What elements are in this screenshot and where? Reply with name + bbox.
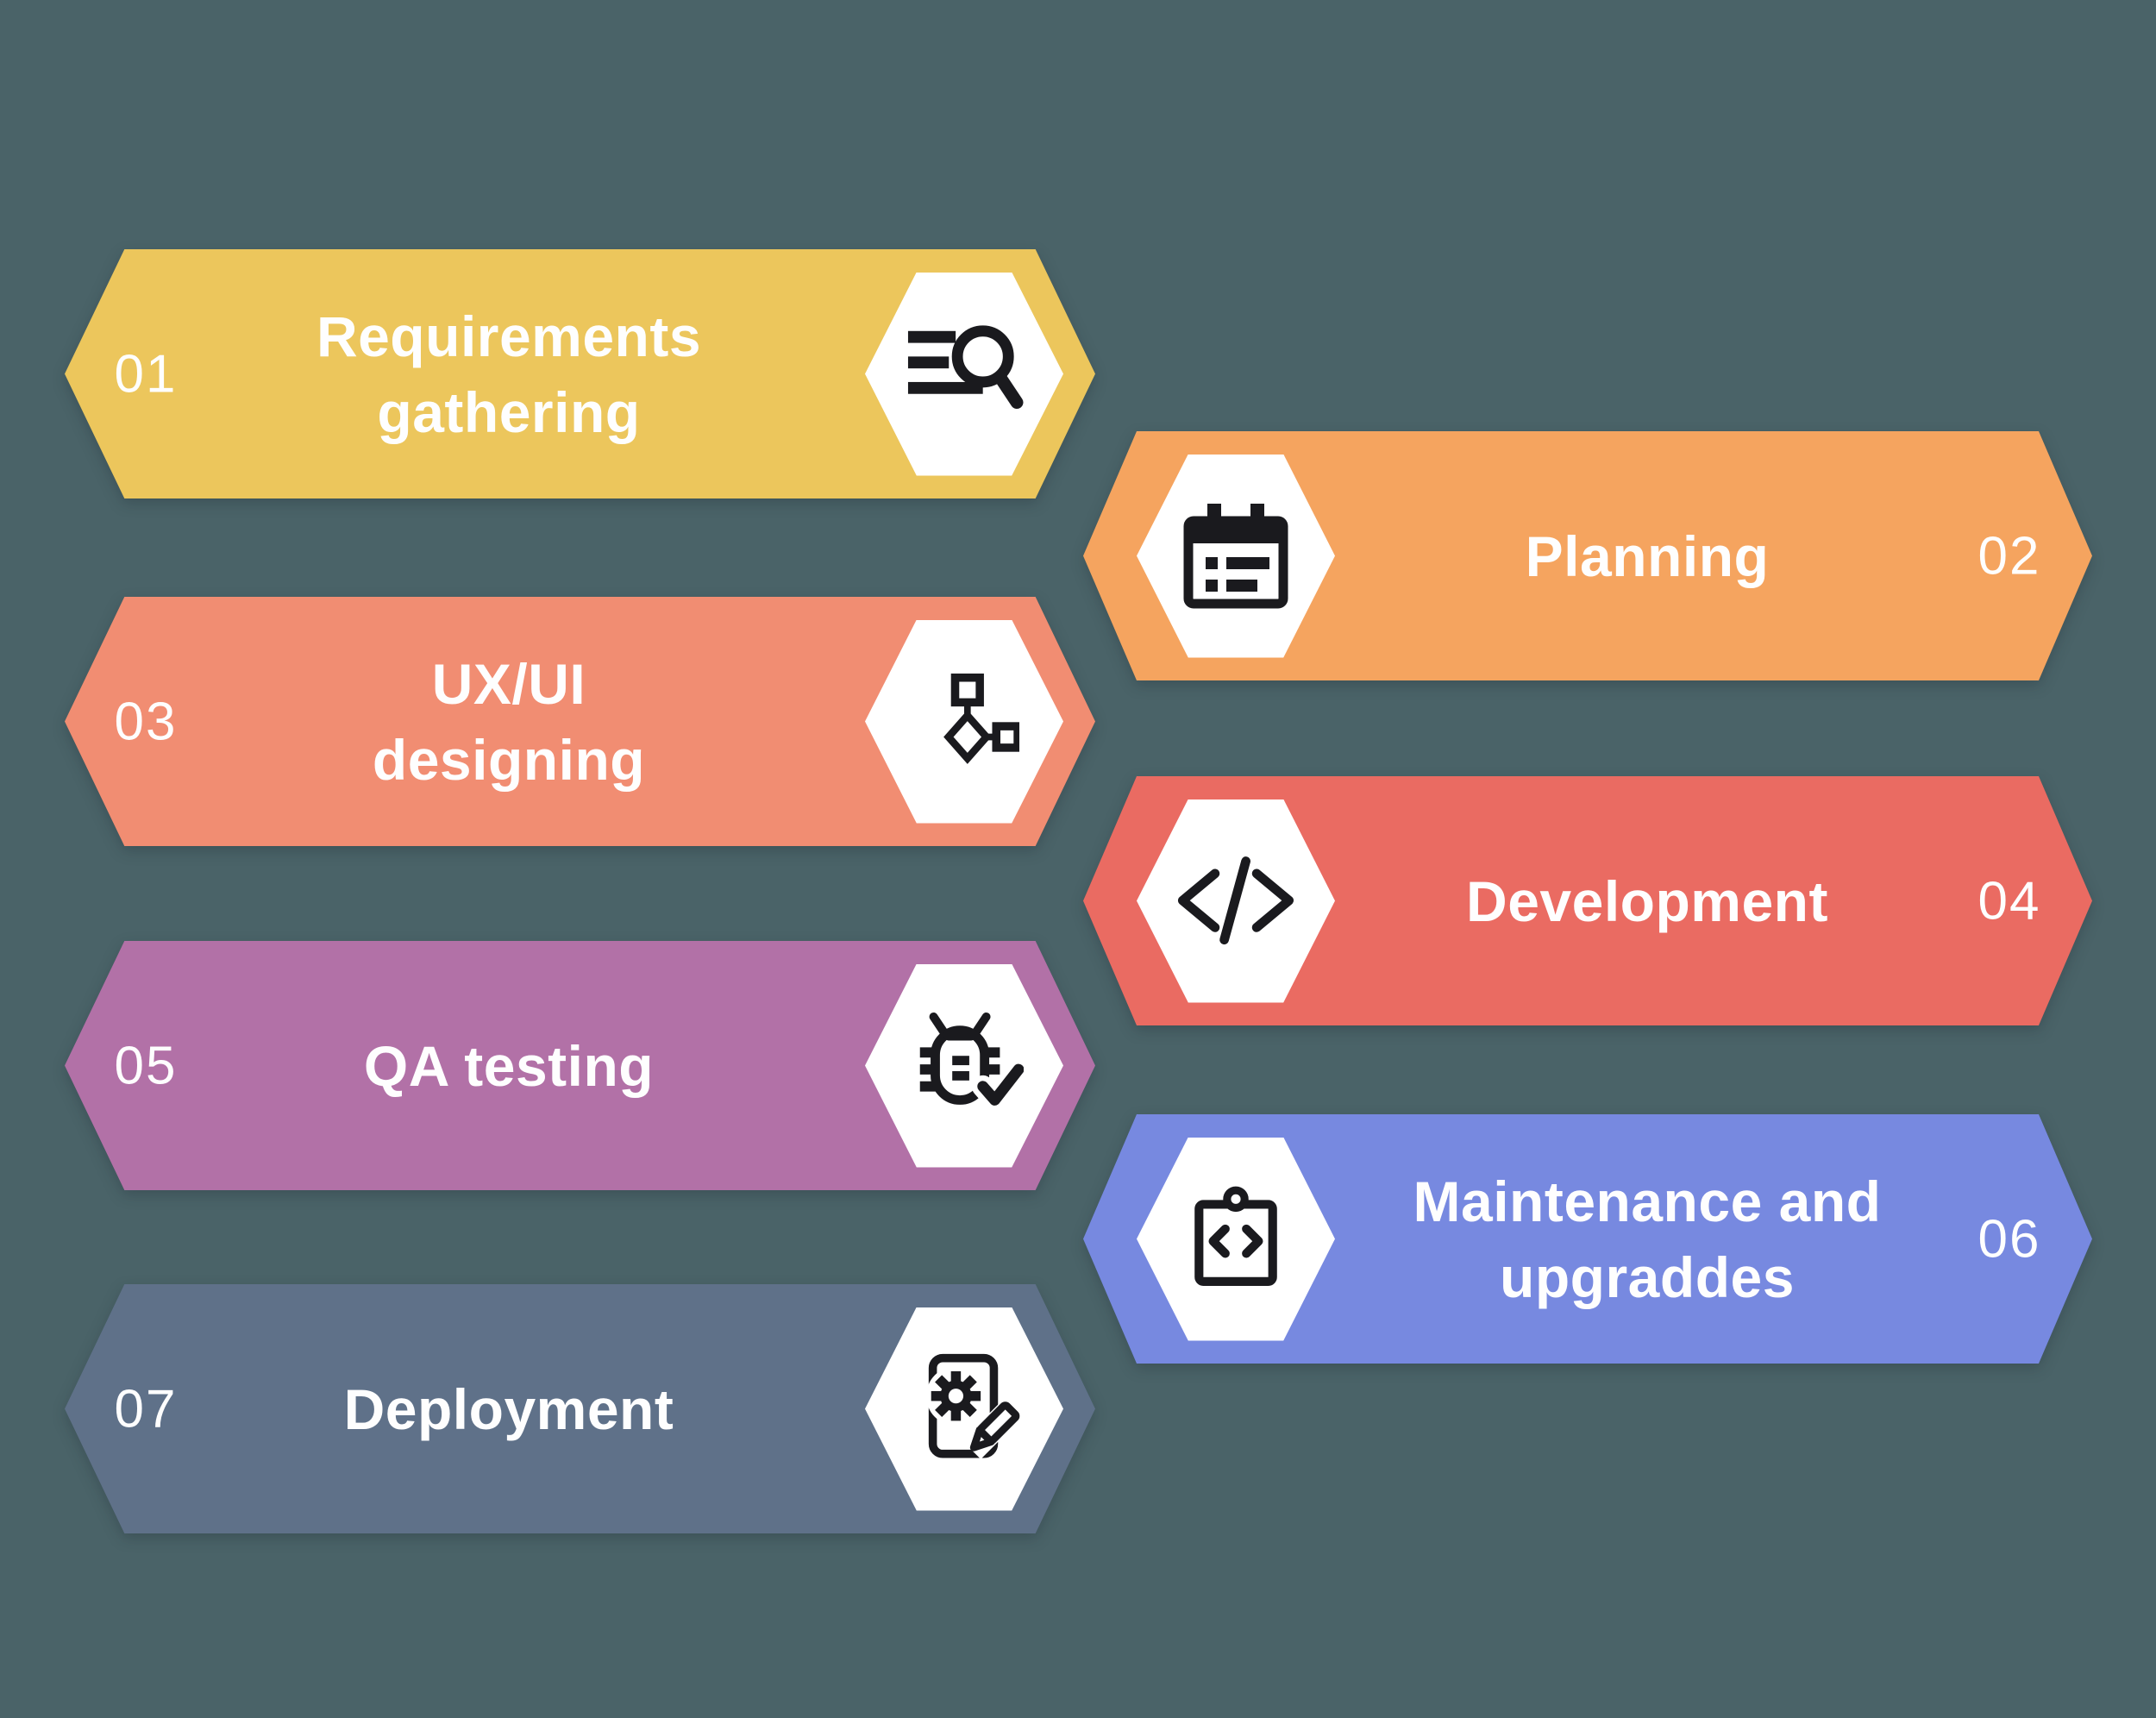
step-number: 06 xyxy=(1977,1209,2041,1269)
step-title: UX/UI designing xyxy=(372,651,646,792)
step-banner-ux-ui-designing: 03 UX/UI designing xyxy=(65,597,1095,846)
step-title: Maintenance and upgraddes xyxy=(1413,1169,1882,1309)
step-banner-qa-testing: 05 QA testing xyxy=(65,941,1095,1190)
step-title: Requirements gathering xyxy=(316,304,702,444)
step-number: 03 xyxy=(114,692,178,751)
step-number: 01 xyxy=(114,344,178,404)
step-title: Deployment xyxy=(343,1376,674,1441)
step-title: Planning xyxy=(1525,524,1770,588)
bug-check-icon xyxy=(919,1013,1024,1112)
doc-gear-pencil-icon xyxy=(925,1353,1022,1459)
step-title: QA testing xyxy=(363,1033,655,1098)
step-banner-development: 04 Development xyxy=(1083,776,2092,1025)
step-title: Development xyxy=(1466,868,1828,933)
clipboard-code-icon xyxy=(1194,1187,1277,1287)
step-banner-requirements-gathering: 01 Requirements gathering xyxy=(65,249,1095,498)
step-number: 02 xyxy=(1977,526,2041,586)
step-number: 04 xyxy=(1977,871,2041,931)
step-banner-deployment: 07 Deployment xyxy=(65,1284,1095,1533)
code-icon xyxy=(1177,856,1294,945)
flowchart-icon xyxy=(943,674,1019,764)
step-banner-planning: 02 Planning xyxy=(1083,431,2092,680)
search-list-icon xyxy=(907,325,1024,410)
calendar-icon xyxy=(1183,503,1288,608)
step-number: 05 xyxy=(114,1036,178,1095)
step-banner-maintenance-upgrades: 06 Maintenance and upgraddes xyxy=(1083,1114,2092,1364)
step-number: 07 xyxy=(114,1379,178,1439)
